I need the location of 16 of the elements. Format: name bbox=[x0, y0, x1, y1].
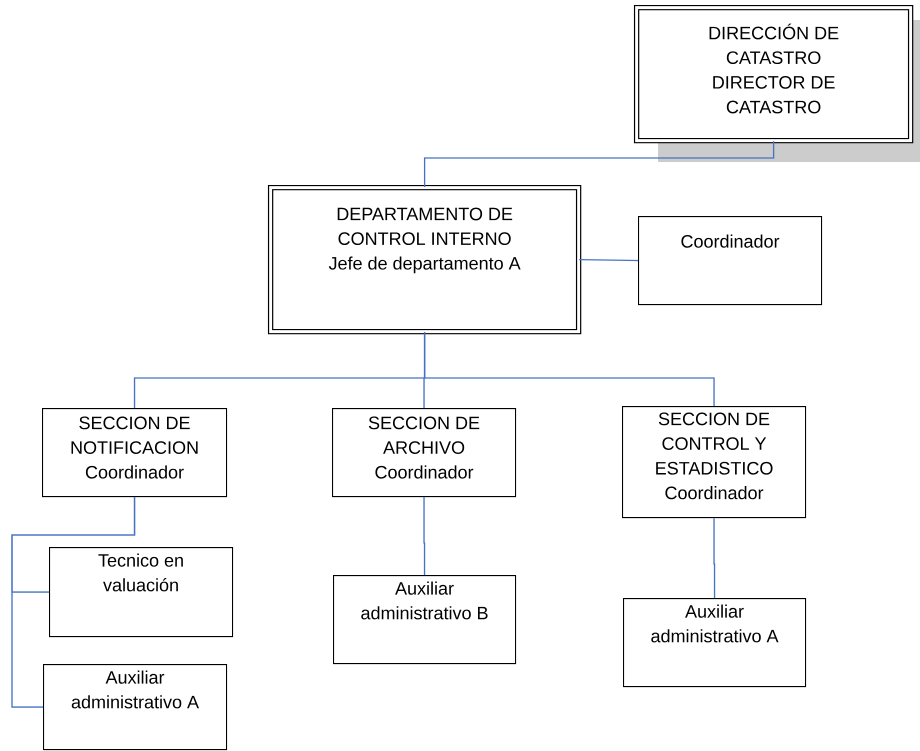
section-box: SECCION DE ARCHIVO Coordinador bbox=[332, 408, 516, 498]
section-box: SECCION DE NOTIFICACION Coordinador bbox=[42, 408, 228, 498]
director-box: DIRECCIÓN DE CATASTRO DIRECTOR DE CATASTRO bbox=[634, 4, 914, 144]
connector-line bbox=[424, 141, 774, 187]
connector-line bbox=[713, 518, 716, 598]
section-box: SECCION DE CONTROL Y ESTADISTICO Coordinador bbox=[622, 406, 806, 518]
position-box: Coordinador bbox=[638, 216, 822, 306]
connector-line bbox=[579, 258, 638, 262]
connector-line bbox=[424, 332, 715, 406]
connector-line bbox=[423, 497, 426, 575]
department-box: DEPARTAMENTO DE CONTROL INTERNO Jefe de departamento A bbox=[268, 184, 582, 334]
position-box: Auxiliar administrativo A bbox=[623, 598, 806, 688]
position-box: Auxiliar administrativo A bbox=[43, 664, 228, 750]
position-box: Auxiliar administrativo B bbox=[333, 575, 516, 664]
position-box: Tecnico en valuación bbox=[49, 547, 234, 638]
connector-line bbox=[11, 497, 136, 708]
